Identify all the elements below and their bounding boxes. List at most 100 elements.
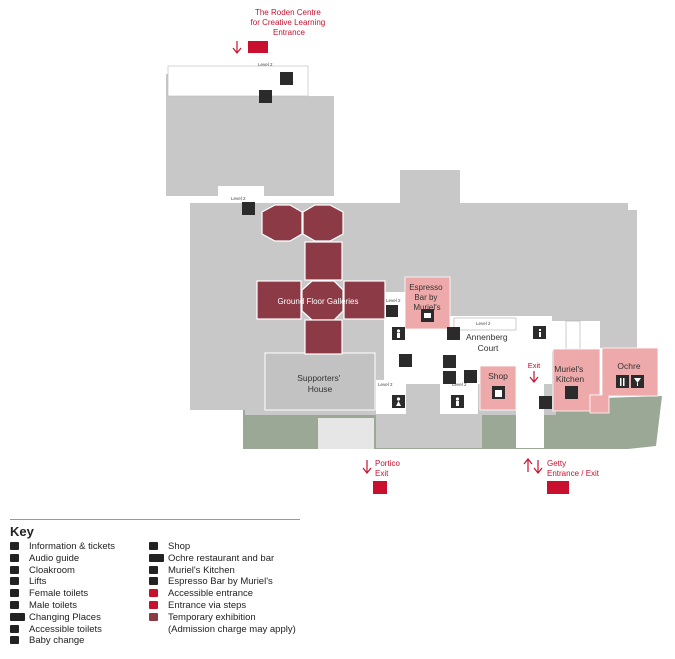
kitchen-icon [149, 565, 158, 574]
key-item-label: Lifts [29, 576, 47, 588]
accessible-toilet-icon [280, 72, 293, 85]
temporary-exhibition-icon [149, 612, 158, 621]
key-item-label: Muriel's Kitchen [168, 564, 235, 576]
portico-line2: Exit [375, 469, 389, 478]
roden-entrance-label: The Roden Centre for Creative Learning E… [251, 8, 328, 37]
lift-icon [539, 396, 552, 409]
accessible-entrance-icon [149, 589, 158, 598]
changing-places-icon [443, 355, 456, 368]
kitchen-line1: Muriel's [554, 364, 583, 374]
annenberg-level2-landing [453, 317, 517, 331]
shop-icon [149, 542, 158, 550]
key-item-label: Espresso Bar by Muriel's [168, 576, 273, 588]
key-item-label: Cloakroom [29, 564, 75, 576]
accessible-toilet-icon [399, 354, 412, 367]
supporters-house-block [264, 352, 376, 411]
lift-icon [242, 202, 255, 215]
supporters-house-line1: Supporters' [297, 373, 341, 383]
south-passage [440, 384, 448, 414]
level-label: Level 2 [378, 382, 393, 387]
key-item: Shop [149, 541, 296, 553]
gallery-label: Ground Floor Galleries [278, 297, 359, 306]
espresso-line1: Espresso [409, 283, 443, 292]
baby-change-icon [443, 371, 456, 384]
level-label: Level 2 [386, 298, 401, 303]
key-item-label: Information & tickets [29, 541, 116, 552]
key-item-label: Male toilets [29, 599, 78, 611]
baby-change-icon [10, 636, 19, 645]
audio-guide-icon [10, 553, 19, 562]
level-label: Level 2 [476, 321, 491, 326]
key-title: Key [10, 519, 300, 539]
roden-entrance-arrow [232, 41, 242, 54]
portico-exit-arrow [362, 460, 372, 474]
espresso-bar-label: Espresso Bar by Muriel's [409, 283, 445, 312]
key-item-label: Baby change [29, 635, 85, 647]
roden-line1: The Roden Centre [255, 8, 321, 17]
lift-icon [386, 305, 398, 317]
annenberg-line2: Court [478, 343, 499, 353]
key-item: Muriel's Kitchen [149, 565, 296, 577]
coffee-icon [149, 577, 158, 586]
garden-steps [318, 418, 374, 449]
key-item: Cloakroom [10, 565, 115, 577]
key-item-label: Accessible toilets [29, 623, 102, 635]
key-item: Audio guide [10, 553, 115, 565]
portico-line1: Portico [375, 459, 400, 468]
exit-label: Exit [528, 361, 541, 370]
accessible-entrance-icon [547, 481, 569, 494]
kitchen-icon [565, 386, 578, 399]
lift-icon [10, 577, 19, 586]
cloakroom-icon [10, 565, 19, 574]
key-item: Ochre restaurant and bar [149, 553, 296, 565]
steps-entrance-icon [149, 600, 158, 609]
key-item-label: Ochre restaurant and bar [168, 552, 275, 564]
level-label: Level 2 [231, 196, 246, 201]
getty-entrance-label: Getty Entrance / Exit [547, 459, 600, 478]
supporters-house-label: Supporters' House [297, 373, 343, 394]
key-item: Baby change [10, 635, 115, 647]
shop-label: Shop [488, 371, 508, 381]
roden-line3: Entrance [273, 28, 306, 37]
key-item-label: Temporary exhibition (Admission charge m… [168, 611, 296, 635]
key-item: Espresso Bar by Muriel's [149, 576, 296, 588]
key-item: Accessible entrance [149, 588, 296, 600]
level-label: Level 2 [258, 62, 273, 67]
portico-exit-label: Portico Exit [375, 459, 402, 478]
info-icon [10, 542, 19, 550]
male-toilet-icon [10, 600, 19, 609]
key-item-label: Female toilets [29, 588, 89, 600]
key-item: Female toilets [10, 588, 115, 600]
lift-icon [464, 370, 477, 383]
key-item-label: Changing Places [29, 611, 101, 623]
ochre-label: Ochre [617, 361, 640, 371]
key-item-label: Accessible entrance [168, 588, 254, 600]
getty-entrance-arrows [523, 458, 543, 474]
key-item: Male toilets [10, 600, 115, 612]
lift-icon [259, 90, 272, 103]
temporary-exhibition-galleries [256, 204, 386, 355]
east-passage [565, 320, 581, 350]
key-item: Changing Places [10, 612, 115, 624]
west-link-corridor [218, 186, 264, 206]
female-toilet-icon [10, 589, 19, 598]
north-wing [166, 72, 334, 196]
restaurant-bar-icon [149, 553, 164, 562]
lift-icon [447, 327, 460, 340]
roden-line2: for Creative Learning [251, 18, 326, 27]
exit-passage [516, 384, 544, 448]
supporters-house-line2: House [308, 384, 333, 394]
key-item: Temporary exhibition (Admission charge m… [149, 612, 296, 636]
muriels-kitchen-label: Muriel's Kitchen [554, 364, 585, 384]
espresso-line2: Bar by [414, 293, 437, 302]
key-item-label: Audio guide [29, 552, 80, 564]
steps-entrance-icon [373, 481, 387, 494]
annenberg-line1: Annenberg [466, 332, 508, 342]
restaurant-icon [616, 375, 629, 388]
key-item-label: Entrance via steps [168, 599, 247, 611]
key-item: Accessible toilets [10, 624, 115, 636]
